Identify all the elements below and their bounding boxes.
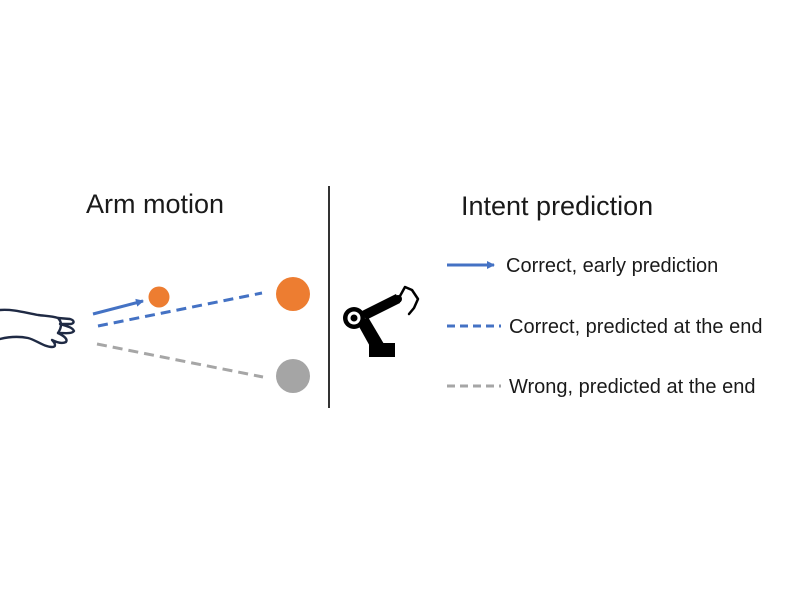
early-prediction-arrow: [92, 298, 144, 316]
wrong-end-path: [96, 342, 264, 379]
hand-icon: [0, 308, 76, 349]
robot-arm-icon: [343, 285, 420, 357]
wrong-target: [276, 359, 310, 393]
legend: Correct, early prediction Correct, predi…: [447, 255, 762, 398]
legend-label-wrong-end: Wrong, predicted at the end: [509, 376, 755, 398]
legend-item: Wrong, predicted at the end: [447, 376, 755, 398]
arm-motion-panel: Arm motion: [0, 189, 310, 393]
legend-item: Correct, early prediction: [447, 255, 718, 277]
intent-prediction-panel: Intent prediction Correct, early predict…: [447, 191, 762, 398]
correct-target: [276, 277, 310, 311]
arm-motion-title: Arm motion: [86, 189, 224, 219]
legend-label-correct-end: Correct, predicted at the end: [509, 316, 762, 338]
legend-label-early: Correct, early prediction: [506, 255, 718, 277]
correct-end-path: [97, 291, 263, 328]
legend-item: Correct, predicted at the end: [447, 316, 762, 338]
early-target-small: [148, 286, 170, 308]
intent-prediction-title: Intent prediction: [461, 191, 653, 221]
